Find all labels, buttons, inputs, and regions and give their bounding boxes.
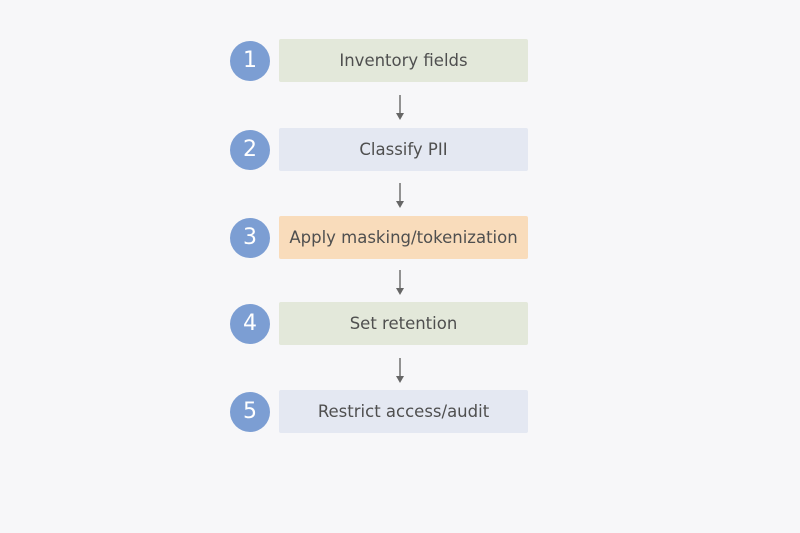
step-4: 4 Set retention: [0, 302, 800, 346]
step-box: Restrict access/audit: [279, 390, 528, 433]
step-box: Set retention: [279, 302, 528, 345]
step-number: 4: [230, 304, 270, 344]
down-arrow-icon: [394, 93, 406, 123]
step-5: 5 Restrict access/audit: [0, 390, 800, 434]
step-number: 5: [230, 392, 270, 432]
step-number: 1: [230, 41, 270, 81]
down-arrow-icon: [394, 181, 406, 211]
step-number: 2: [230, 130, 270, 170]
step-box: Inventory fields: [279, 39, 528, 82]
down-arrow-icon: [394, 268, 406, 298]
step-1: 1 Inventory fields: [0, 39, 800, 83]
down-arrow-icon: [394, 356, 406, 386]
step-3: 3 Apply masking/tokenization: [0, 216, 800, 260]
step-box: Apply masking/tokenization: [279, 216, 528, 259]
step-2: 2 Classify PII: [0, 128, 800, 172]
step-number: 3: [230, 218, 270, 258]
step-box: Classify PII: [279, 128, 528, 171]
